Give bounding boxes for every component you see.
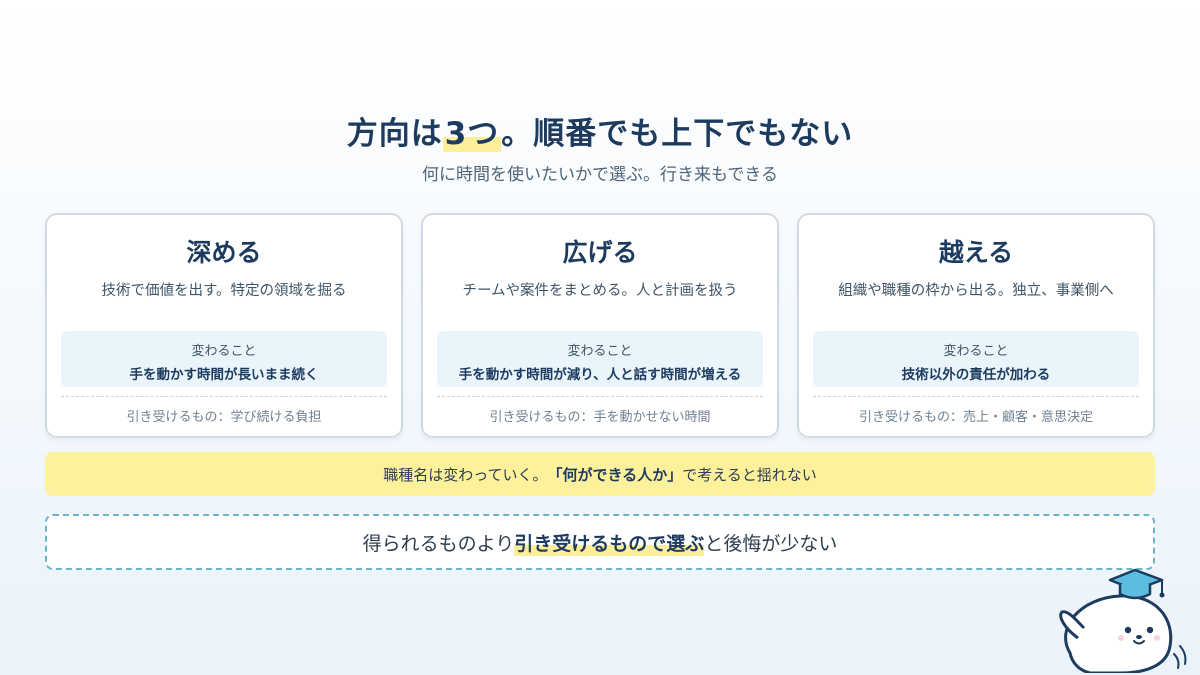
accept-text: 引き受けるもの：学び続ける負担 — [126, 410, 322, 425]
seal-mascot-icon — [1059, 568, 1187, 673]
card-deepen: 深める 技術で価値を出す。特定の領域を掘る 変わること 手を動かす時間が長いまま… — [45, 213, 403, 438]
change-label: 変わること — [191, 344, 257, 359]
accept-text: 引き受けるもの：売上・顧客・意思決定 — [858, 410, 1093, 425]
highlight-banner: 職種名は変わっていく。「何ができる人か」で考えると揺れない — [45, 452, 1155, 496]
page-subtitle: 何に時間を使いたいかで選ぶ。行き来もできる — [422, 165, 778, 185]
page-title: 方向は3つ。順番でも上下でもない — [0, 108, 1200, 153]
change-label: 変わること — [943, 344, 1009, 359]
divider — [437, 396, 763, 397]
card-title: 越える — [938, 238, 1014, 267]
change-value: 手を動かす時間が減り、人と話す時間が増える — [458, 367, 742, 383]
banner-strong: 「何ができる人か」 — [547, 465, 683, 484]
title-highlight: 3つ — [442, 116, 502, 152]
divider — [61, 396, 387, 397]
direction-cards: 深める 技術で価値を出す。特定の領域を掘る 変わること 手を動かす時間が長いまま… — [45, 213, 1155, 438]
change-value: 技術以外の責任が加わる — [901, 367, 1051, 383]
takeaway-post: と後悔が少ない — [704, 532, 838, 555]
takeaway-box: 得られるものより引き受けるもので選ぶと後悔が少ない — [45, 514, 1155, 570]
card-transcend: 越える 組織や職種の枠から出る。独立、事業側へ 変わること 技術以外の責任が加わ… — [797, 213, 1155, 438]
change-box: 変わること 手を動かす時間が長いまま続く — [61, 331, 387, 387]
title-pre: 方向は — [346, 116, 443, 152]
change-box: 変わること 技術以外の責任が加わる — [813, 331, 1139, 387]
takeaway-strong: 引き受けるもので選ぶ — [514, 528, 705, 556]
takeaway-pre: 得られるものより — [362, 532, 515, 555]
change-box: 変わること 手を動かす時間が減り、人と話す時間が増える — [437, 331, 763, 387]
title-post: 。順番でも上下でもない — [501, 116, 854, 152]
card-description: 技術で価値を出す。特定の領域を掘る — [101, 283, 347, 299]
card-description: 組織や職種の枠から出る。独立、事業側へ — [838, 283, 1114, 299]
card-description: チームや案件をまとめる。人と計画を扱う — [462, 283, 738, 299]
banner-post: で考えると揺れない — [682, 465, 817, 484]
change-label: 変わること — [567, 344, 633, 359]
card-title: 深める — [186, 238, 262, 267]
divider — [813, 396, 1139, 397]
banner-pre: 職種名は変わっていく。 — [383, 465, 548, 484]
card-title: 広げる — [562, 238, 638, 267]
card-broaden: 広げる チームや案件をまとめる。人と計画を扱う 変わること 手を動かす時間が減り… — [421, 213, 779, 438]
change-value: 手を動かす時間が長いまま続く — [129, 367, 319, 383]
accept-text: 引き受けるもの：手を動かせない時間 — [489, 410, 711, 425]
